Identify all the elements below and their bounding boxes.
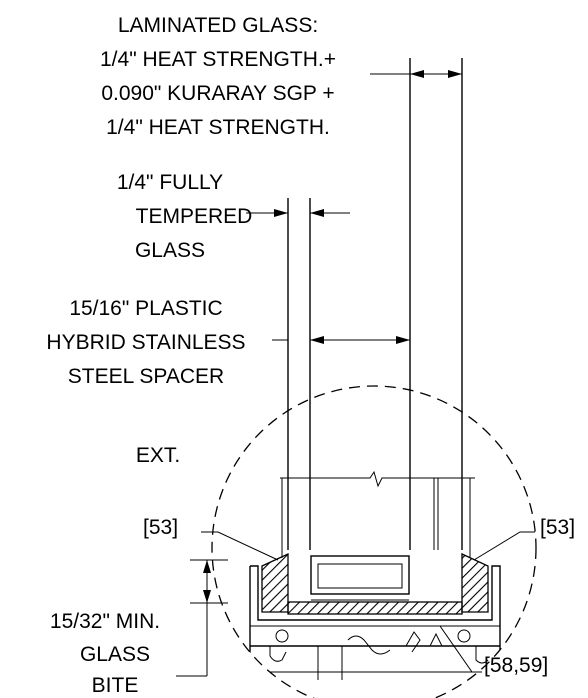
tempered-dimension	[246, 209, 350, 217]
spacer-line-2: HYBRID STAINLESS	[46, 331, 245, 354]
tempered-glass-lite	[287, 198, 311, 550]
setting-block	[287, 601, 463, 615]
laminated-dimension	[370, 70, 462, 78]
bite-line-1: 15/32" MIN.	[50, 610, 160, 633]
reference-53-right: [53]	[540, 516, 575, 539]
gasket-right	[461, 552, 489, 613]
glass-bite-dimension	[176, 559, 228, 677]
gasket-left	[261, 552, 289, 613]
tempered-line-2: TEMPERED	[136, 205, 253, 228]
bite-line-2: GLASS	[80, 643, 150, 666]
spacer-label: 15/16" PLASTIC HYBRID STAINLESS STEEL SP…	[46, 297, 245, 388]
laminated-line-4: 1/4" HEAT STRENGTH.	[106, 116, 330, 139]
spacer-line-1: 15/16" PLASTIC	[69, 297, 222, 320]
spacer-dimension	[272, 336, 410, 344]
leader-lines	[201, 531, 535, 673]
spacer-line-3: STEEL SPACER	[68, 365, 224, 388]
tempered-line-1: 1/4" FULLY	[117, 171, 223, 194]
glass-bite-label: 15/32" MIN. GLASS BITE	[50, 610, 160, 697]
exterior-label: EXT.	[136, 444, 180, 467]
tempered-glass-label: 1/4" FULLY TEMPERED GLASS	[117, 171, 252, 262]
frame-profile-details	[256, 629, 494, 680]
reference-53-left: [53]	[143, 516, 178, 539]
laminated-glass-lite	[409, 58, 463, 550]
detail-circle	[211, 385, 537, 698]
laminated-line-1: LAMINATED GLASS:	[118, 14, 318, 37]
spacer-profile	[310, 555, 410, 601]
tempered-line-3: GLASS	[135, 239, 205, 262]
laminated-line-2: 1/4" HEAT STRENGTH.+	[100, 48, 336, 71]
laminated-glass-label: LAMINATED GLASS: 1/4" HEAT STRENGTH.+ 0.…	[100, 14, 336, 139]
reference-58-59: [58,59]	[484, 654, 548, 677]
laminated-line-3: 0.090" KURARAY SGP +	[101, 82, 334, 105]
frame-section	[249, 470, 501, 690]
bite-line-3: BITE	[92, 674, 139, 697]
